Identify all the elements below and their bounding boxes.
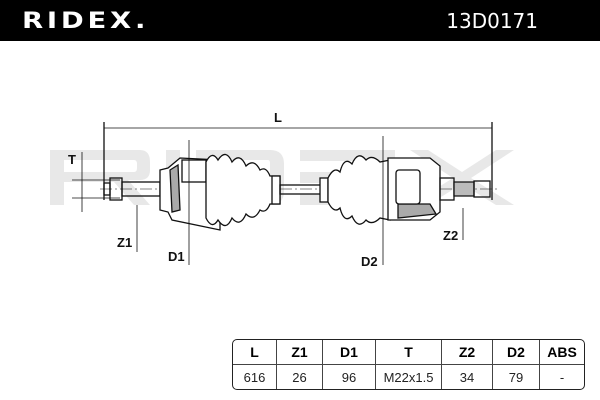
value-cell: 26 [277,365,323,389]
header-cell: Z1 [277,340,323,365]
header-cell: D2 [493,340,540,365]
value-cell: M22x1.5 [376,365,442,389]
header-cell: T [376,340,442,365]
brand-logo: RIDEX. [22,9,150,34]
value-cell: - [559,369,565,385]
label-L: L [274,110,282,125]
header-cell: D1 [323,340,376,365]
specs-table: L Z1 D1 T Z2 D2 ABS 616 26 96 M22x1.5 34… [232,339,585,390]
value-cell: 96 [323,365,376,389]
value-cell: 79 [493,365,540,389]
label-D2: D2 [361,254,378,269]
value-cell: 34 [442,365,493,389]
header-cell: Z2 [442,340,493,365]
part-number: 13D0171 [446,9,538,33]
label-Z2: Z2 [443,228,458,243]
drive-shaft-diagram: L T Z1 D1 D2 Z2 [50,110,514,269]
specs-header-row: L Z1 D1 T Z2 D2 ABS [233,340,584,365]
header-cell: ABS [540,340,584,365]
value-cell: 616 [233,365,277,389]
header-cell: L [233,340,277,365]
header-bar: RIDEX. 13D0171 [0,0,600,41]
label-Z1: Z1 [117,235,132,250]
label-D1: D1 [168,249,185,264]
label-T: T [68,152,76,167]
specs-value-row: 616 26 96 M22x1.5 34 79 - [233,365,584,389]
